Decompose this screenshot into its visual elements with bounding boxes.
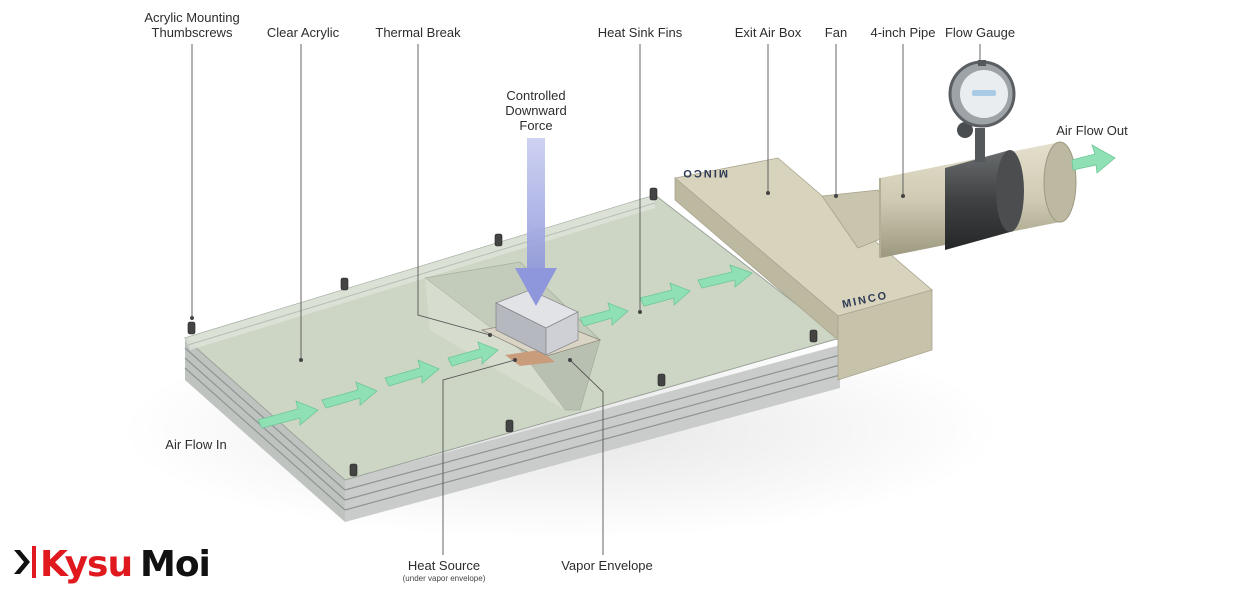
label-heat-source-note: (under vapor envelope) [402, 574, 486, 583]
label-force-line3: Force [519, 118, 553, 133]
thumbscrews [187, 187, 818, 477]
label-acrylic-screws: Acrylic Mounting Thumbscrews [136, 10, 248, 40]
label-heat-source: Heat Source [407, 558, 481, 573]
box-brand-top: MINCO [681, 167, 728, 179]
label-exit-air-box: Exit Air Box [734, 25, 802, 40]
label-flow-gauge: Flow Gauge [944, 25, 1016, 40]
air-flow-arrows [257, 264, 753, 429]
label-thermal-break: Thermal Break [375, 25, 461, 40]
svg-text:Moi: Moi [140, 544, 210, 585]
thermal-break-block [495, 289, 579, 356]
label-fan: Fan [824, 25, 848, 40]
label-air-flow-in: Air Flow In [165, 437, 227, 452]
label-acrylic-screws-line1: Acrylic Mounting [144, 10, 240, 25]
air-out-arrow [1071, 144, 1116, 174]
kysumoi-logo: Kysu Moi [14, 544, 211, 585]
label-air-flow-out: Air Flow Out [1056, 123, 1128, 138]
label-acrylic-screws-line2: Thumbscrews [151, 25, 233, 40]
heat-source-pad [505, 350, 555, 366]
svg-text:Kysu: Kysu [40, 544, 132, 585]
label-heat-sink-fins: Heat Sink Fins [597, 25, 683, 40]
label-force-line2: Downward [505, 103, 567, 118]
label-pipe: 4-inch Pipe [870, 25, 936, 40]
exit-air-box: MINCO MINCO [674, 157, 933, 381]
label-vapor-envelope: Vapor Envelope [561, 558, 653, 573]
label-force: Controlled Downward Force [490, 88, 582, 133]
force-arrow [515, 138, 557, 306]
label-clear-acrylic: Clear Acrylic [266, 25, 340, 40]
leader-lines [191, 44, 981, 555]
flow-gauge [945, 60, 1024, 250]
leader-dots [190, 191, 905, 362]
label-force-line1: Controlled [506, 88, 566, 103]
